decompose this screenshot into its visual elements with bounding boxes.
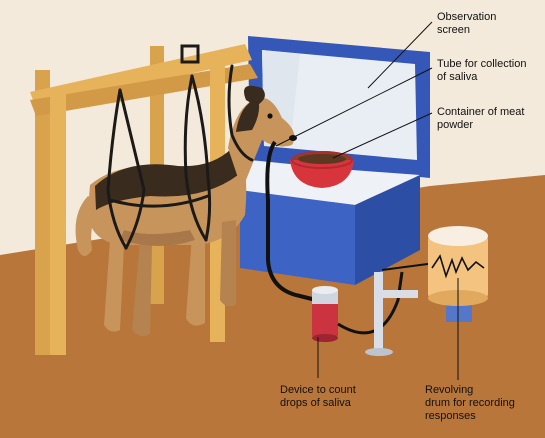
- harness-straps: [106, 44, 254, 250]
- label-leaders: [275, 21, 459, 380]
- label-device: Device to count drops of saliva: [280, 384, 356, 409]
- recording-drum-icon: [428, 226, 488, 322]
- saliva-tube: [265, 140, 317, 302]
- label-drum: Revolving drum for recording responses: [425, 384, 515, 422]
- label-tube: Tube for collection of saliva: [437, 58, 527, 83]
- dog-illustration: [75, 85, 297, 337]
- label-observation-screen: Observation screen: [437, 11, 497, 36]
- meat-powder-bowl-icon: [290, 151, 354, 188]
- saliva-counter-icon: [312, 286, 338, 342]
- label-container: Container of meat powder: [437, 106, 525, 131]
